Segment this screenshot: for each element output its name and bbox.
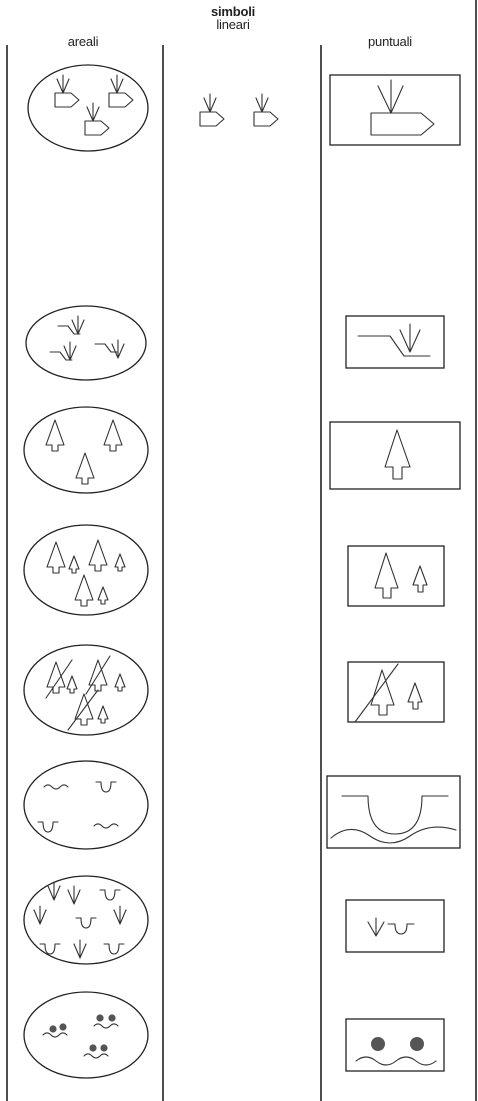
- header-puntuali: puntuali: [368, 34, 412, 49]
- mixed-conifer-point-icon: [347, 545, 445, 607]
- header-areali: areali: [67, 34, 99, 49]
- reed-bank-point-icon: [345, 315, 445, 369]
- header-simboli: simboli: [210, 4, 256, 19]
- reed-hollow-point-icon: [345, 899, 445, 953]
- mixed-conifer-icon: [23, 524, 149, 616]
- burnt-conifer-icon: [23, 644, 149, 736]
- reed-bank-icon: [25, 305, 147, 381]
- reed-point-icon: [329, 74, 461, 146]
- reed-hollow-icon: [23, 875, 149, 965]
- burnt-conifer-point-icon: [347, 661, 445, 723]
- reed-marsh-icon: [27, 64, 149, 152]
- conifer-icon: [23, 406, 149, 494]
- dots-wave-point-icon: [345, 1018, 445, 1072]
- reed-line-icon: [199, 93, 279, 127]
- wet-hollow-icon: [23, 760, 149, 850]
- conifer-point-icon: [329, 421, 461, 490]
- wet-hollow-point-icon: [326, 775, 461, 849]
- header-lineari: lineari: [216, 17, 250, 32]
- dots-wave-icon: [23, 991, 149, 1079]
